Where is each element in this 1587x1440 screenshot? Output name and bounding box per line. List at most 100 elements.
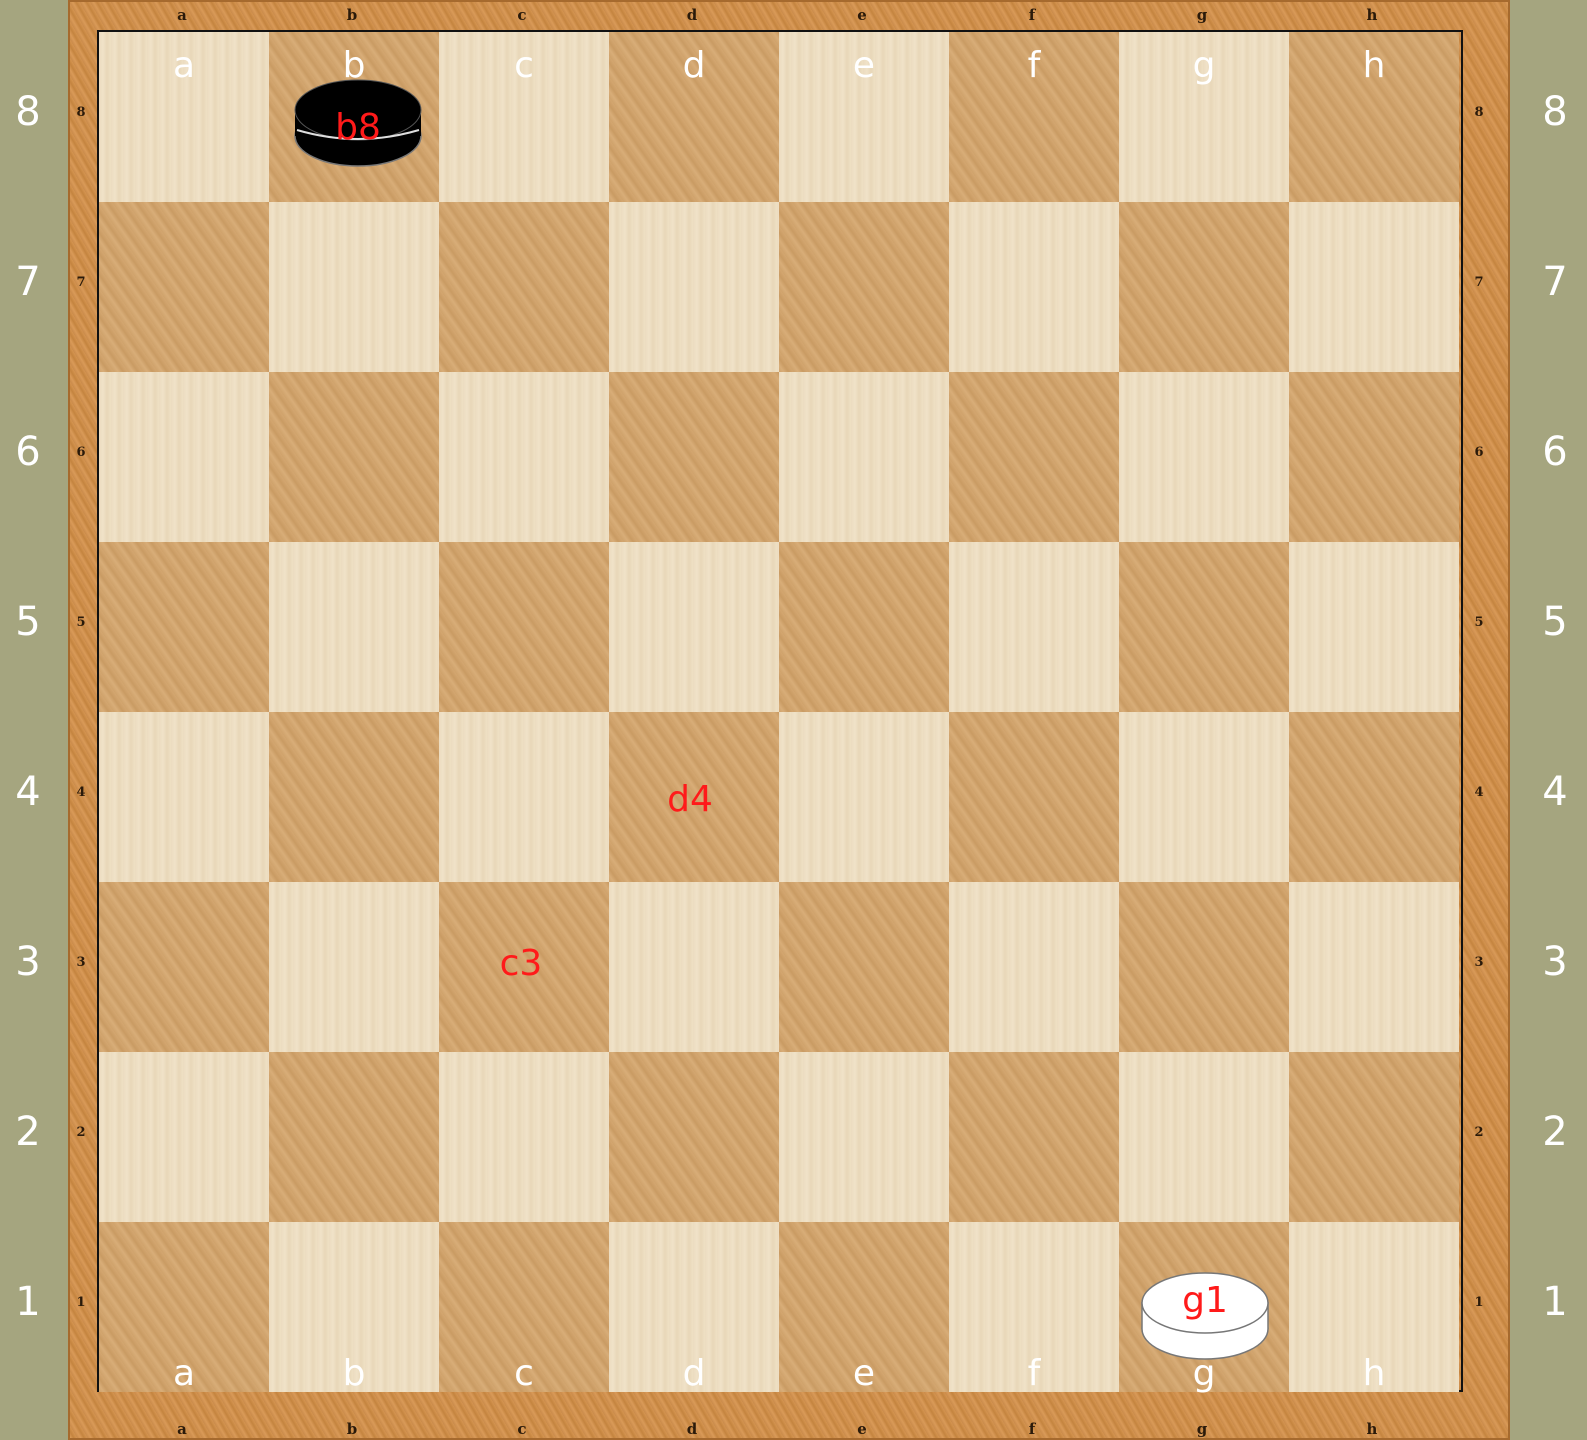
frame-file-label-bottom-h: h [1352,1420,1392,1438]
square-g6[interactable] [1119,372,1289,542]
square-b4[interactable] [269,712,439,882]
outer-rank-label-right-7: 7 [1520,262,1587,302]
outer-rank-label-left-1: 1 [0,1282,63,1322]
square-e6[interactable] [779,372,949,542]
frame-file-label-bottom-d: d [672,1420,712,1438]
outer-rank-label-left-4: 4 [0,772,63,812]
inner-file-label-top-g: g [1174,46,1234,86]
outer-rank-label-right-5: 5 [1520,602,1587,642]
frame-file-label-top-h: h [1352,6,1392,24]
frame-rank-label-left-3: 3 [73,955,89,970]
square-h3[interactable] [1289,882,1459,1052]
square-a4[interactable] [99,712,269,882]
inner-file-label-bottom-b: b [324,1354,384,1394]
square-b5[interactable] [269,542,439,712]
square-c6[interactable] [439,372,609,542]
frame-rank-label-right-5: 5 [1471,615,1487,630]
outer-rank-label-right-1: 1 [1520,1282,1587,1322]
square-h6[interactable] [1289,372,1459,542]
inner-file-label-top-d: d [664,46,724,86]
square-d6[interactable] [609,372,779,542]
frame-file-label-bottom-g: g [1182,1420,1222,1438]
square-g4[interactable] [1119,712,1289,882]
frame-file-label-top-a: a [162,6,202,24]
inner-file-label-top-e: e [834,46,894,86]
frame-rank-label-left-6: 6 [73,445,89,460]
frame-rank-label-right-2: 2 [1471,1125,1487,1140]
frame-file-label-bottom-c: c [502,1420,542,1438]
square-g3[interactable] [1119,882,1289,1052]
square-c4[interactable] [439,712,609,882]
square-f2[interactable] [949,1052,1119,1222]
outer-rank-label-left-6: 6 [0,432,63,472]
square-d3[interactable] [609,882,779,1052]
frame-rank-label-right-6: 6 [1471,445,1487,460]
frame-file-label-bottom-e: e [842,1420,882,1438]
square-a2[interactable] [99,1052,269,1222]
inner-file-label-top-f: f [1004,46,1064,86]
square-a7[interactable] [99,202,269,372]
outer-rank-label-left-5: 5 [0,602,63,642]
square-f7[interactable] [949,202,1119,372]
outer-rank-label-right-8: 8 [1520,92,1587,132]
square-d2[interactable] [609,1052,779,1222]
inner-file-label-top-h: h [1344,46,1404,86]
square-d7[interactable] [609,202,779,372]
square-label-d4: d4 [630,780,750,820]
square-a6[interactable] [99,372,269,542]
square-f3[interactable] [949,882,1119,1052]
frame-rank-label-left-4: 4 [73,785,89,800]
frame-file-label-top-d: d [672,6,712,24]
square-c7[interactable] [439,202,609,372]
frame-rank-label-left-8: 8 [73,105,89,120]
frame-rank-label-right-1: 1 [1471,1295,1487,1310]
square-f4[interactable] [949,712,1119,882]
frame-file-label-top-f: f [1012,6,1052,24]
square-c5[interactable] [439,542,609,712]
inner-file-label-bottom-f: f [1004,1354,1064,1394]
outer-rank-label-right-6: 6 [1520,432,1587,472]
square-a5[interactable] [99,542,269,712]
frame-file-label-top-c: c [502,6,542,24]
frame-file-label-top-b: b [332,6,372,24]
frame-rank-label-left-5: 5 [73,615,89,630]
inner-file-label-bottom-d: d [664,1354,724,1394]
frame-rank-label-right-3: 3 [1471,955,1487,970]
outer-rank-label-left-2: 2 [0,1112,63,1152]
square-e3[interactable] [779,882,949,1052]
outer-rank-label-left-3: 3 [0,942,63,982]
frame-file-label-top-g: g [1182,6,1222,24]
square-e5[interactable] [779,542,949,712]
black-piece-b8[interactable]: b8 [293,74,423,172]
frame-rank-label-left-1: 1 [73,1295,89,1310]
square-e7[interactable] [779,202,949,372]
white-piece-g1[interactable]: g1 [1140,1267,1270,1365]
square-f5[interactable] [949,542,1119,712]
outer-rank-label-right-3: 3 [1520,942,1587,982]
square-g7[interactable] [1119,202,1289,372]
frame-file-label-top-e: e [842,6,882,24]
frame-file-label-bottom-b: b [332,1420,372,1438]
inner-file-label-bottom-a: a [154,1354,214,1394]
square-b6[interactable] [269,372,439,542]
square-g2[interactable] [1119,1052,1289,1222]
frame-rank-label-left-2: 2 [73,1125,89,1140]
square-h2[interactable] [1289,1052,1459,1222]
square-h5[interactable] [1289,542,1459,712]
square-e4[interactable] [779,712,949,882]
square-b7[interactable] [269,202,439,372]
inner-file-label-bottom-e: e [834,1354,894,1394]
square-g5[interactable] [1119,542,1289,712]
square-h7[interactable] [1289,202,1459,372]
frame-rank-label-left-7: 7 [73,275,89,290]
square-b2[interactable] [269,1052,439,1222]
inner-file-label-bottom-c: c [494,1354,554,1394]
square-a3[interactable] [99,882,269,1052]
square-b3[interactable] [269,882,439,1052]
inner-file-label-top-a: a [154,46,214,86]
square-f6[interactable] [949,372,1119,542]
square-c2[interactable] [439,1052,609,1222]
square-h4[interactable] [1289,712,1459,882]
square-d5[interactable] [609,542,779,712]
square-e2[interactable] [779,1052,949,1222]
